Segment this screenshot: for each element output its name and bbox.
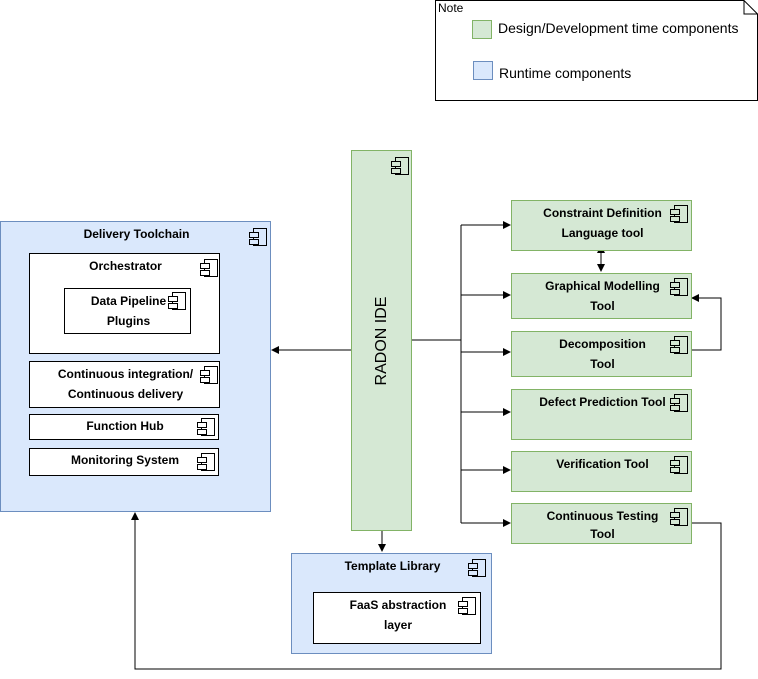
component-icon	[168, 292, 186, 310]
testing-line1: Continuous Testing	[546, 509, 659, 523]
monitoring-system-title: Monitoring System	[70, 453, 179, 467]
constraint-definition-tool: Constraint Definition Language tool	[511, 200, 692, 251]
delivery-toolchain-box: Delivery Toolchain Orchestrator Data Pip…	[0, 221, 271, 512]
data-pipeline-line1: Data Pipeline	[90, 294, 167, 308]
template-library-box: Template Library FaaS abstraction layer	[291, 553, 492, 654]
component-icon	[670, 508, 688, 526]
graphical-modelling-tool: Graphical Modelling Tool	[511, 273, 692, 319]
legend-swatch-runtime	[473, 61, 493, 80]
constraint-line2: Language tool	[561, 226, 644, 240]
testing-line2: Tool	[590, 527, 615, 541]
verification-tool: Verification Tool	[511, 451, 692, 492]
function-hub-box: Function Hub	[29, 414, 219, 440]
component-icon	[670, 456, 688, 474]
legend-label-runtime: Runtime components	[499, 65, 632, 81]
component-icon	[670, 205, 688, 223]
ci-cd-box: Continuous integration/ Continuous deliv…	[29, 361, 220, 408]
faas-line2: layer	[383, 618, 413, 632]
component-icon	[200, 366, 218, 384]
component-icon	[458, 597, 476, 615]
decomposition-line1: Decomposition	[559, 337, 646, 351]
defect-prediction-tool: Defect Prediction Tool	[511, 389, 692, 440]
component-icon	[249, 228, 267, 246]
orchestrator-box: Orchestrator Data Pipeline Plugins	[29, 253, 220, 354]
function-hub-title: Function Hub	[86, 419, 164, 433]
component-icon	[197, 453, 215, 471]
component-icon	[200, 259, 218, 277]
component-icon	[670, 394, 688, 412]
data-pipeline-line2: Plugins	[106, 314, 151, 328]
decomposition-tool: Decomposition Tool	[511, 331, 692, 377]
edge-testing-to-delivery	[131, 512, 722, 670]
continuous-testing-tool: Continuous Testing Tool	[511, 503, 692, 544]
orchestrator-title: Orchestrator	[89, 259, 162, 273]
delivery-toolchain-title: Delivery Toolchain	[83, 227, 190, 241]
graphical-line2: Tool	[590, 299, 615, 313]
ci-cd-line2: Continuous delivery	[67, 387, 184, 401]
decomposition-line2: Tool	[590, 357, 615, 371]
component-icon	[197, 418, 215, 436]
verification-title: Verification Tool	[556, 457, 649, 471]
note-title: Note	[438, 1, 464, 15]
graphical-line1: Graphical Modelling	[545, 279, 660, 293]
faas-line1: FaaS abstraction	[349, 598, 447, 612]
component-icon	[670, 278, 688, 296]
radon-ide-box: RADON IDE	[351, 150, 412, 531]
component-icon	[670, 336, 688, 354]
component-icon	[391, 157, 409, 175]
monitoring-system-box: Monitoring System	[29, 448, 219, 476]
legend-swatch-design	[472, 20, 492, 39]
faas-layer-box: FaaS abstraction layer	[313, 592, 481, 644]
data-pipeline-box: Data Pipeline Plugins	[64, 288, 191, 334]
constraint-line1: Constraint Definition	[543, 206, 662, 220]
defect-title: Defect Prediction Tool	[539, 395, 666, 409]
template-library-title: Template Library	[344, 559, 441, 573]
component-icon	[468, 559, 486, 577]
radon-ide-title: RADON IDE	[373, 296, 390, 386]
legend-label-design: Design/Development time components	[498, 20, 739, 36]
legend-note: Note Design/Development time components …	[435, 0, 758, 101]
ci-cd-line1: Continuous integration/	[57, 367, 194, 381]
edge-decomposition-to-graphical	[691, 294, 722, 351]
